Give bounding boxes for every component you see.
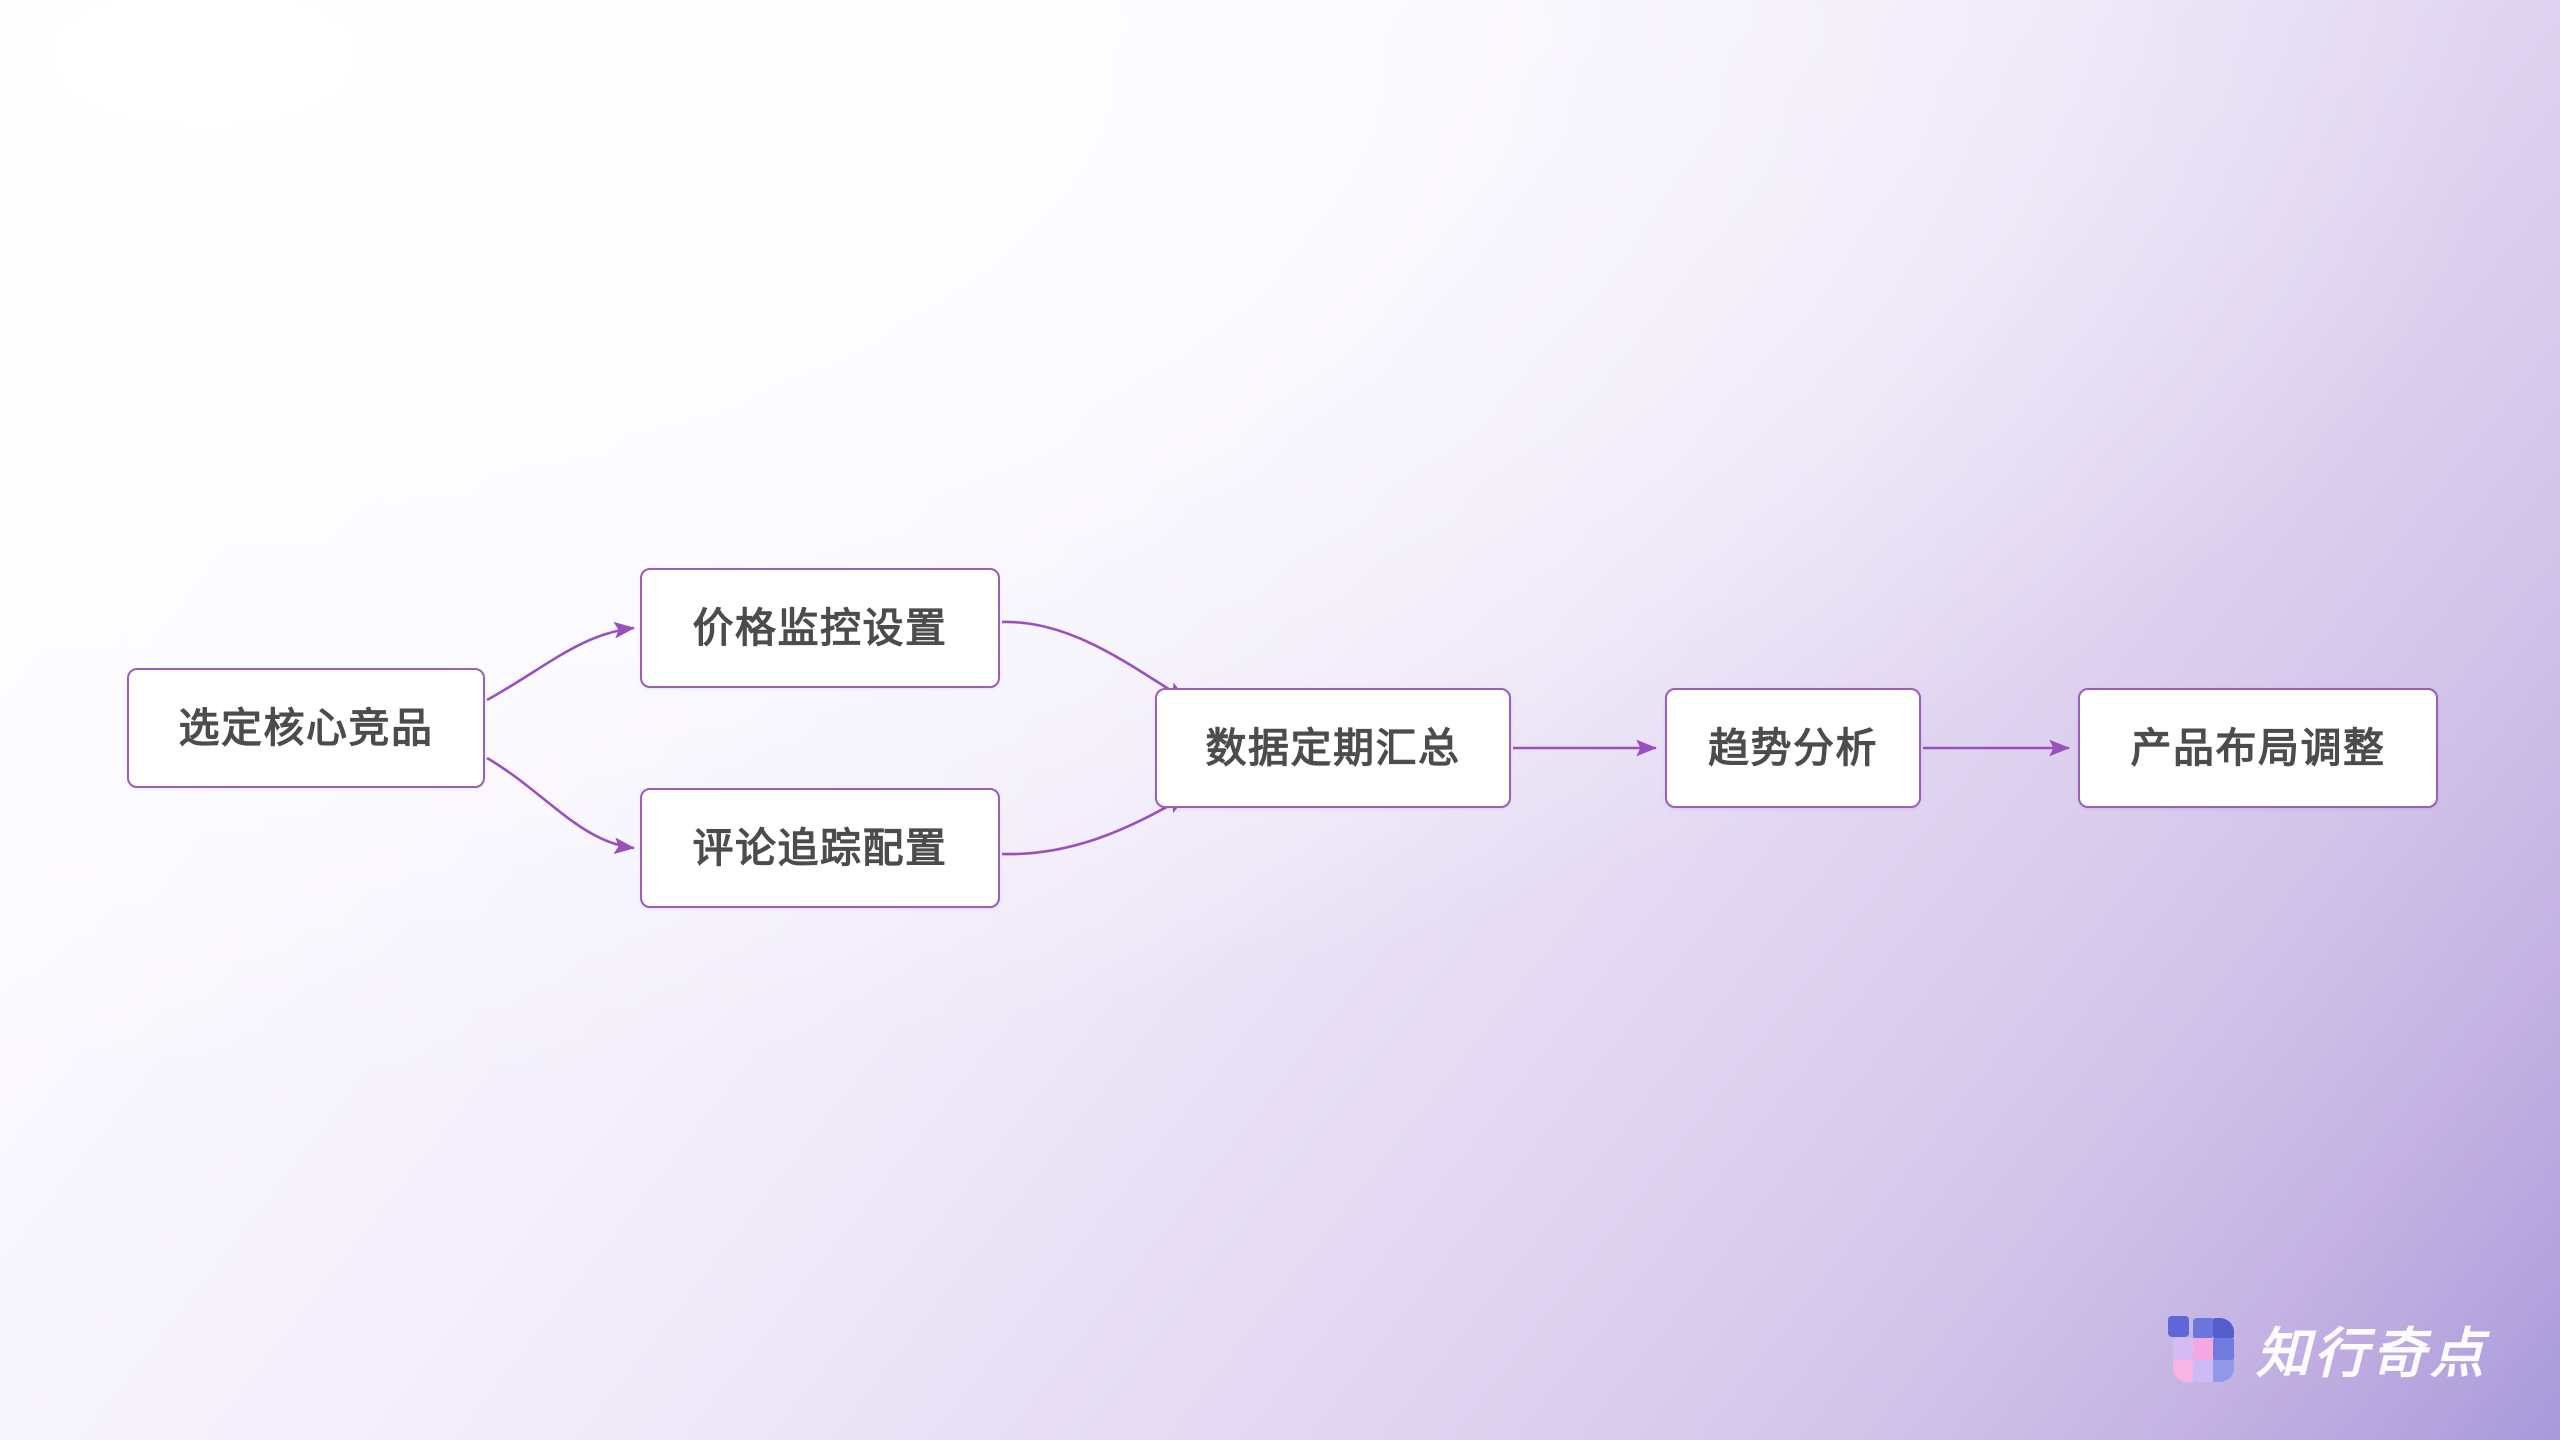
flow-node-price-monitor-setup[interactable]: 价格监控设置 xyxy=(640,568,1000,688)
flow-node-label: 数据定期汇总 xyxy=(1205,724,1461,771)
edge-n1-to-n2 xyxy=(486,621,636,702)
flow-node-label: 趋势分析 xyxy=(1708,724,1878,771)
edge-n1-to-n3 xyxy=(486,756,636,855)
flow-node-label: 价格监控设置 xyxy=(692,604,948,651)
flow-node-label: 产品布局调整 xyxy=(2130,724,2386,771)
brand-watermark: 知行奇点 xyxy=(2168,1309,2488,1388)
edge-n2-to-n4 xyxy=(1001,620,1187,702)
flow-node-label: 评论追踪配置 xyxy=(692,824,948,871)
flow-node-product-layout-adjustment[interactable]: 产品布局调整 xyxy=(2078,688,2438,808)
flow-node-label: 选定核心竞品 xyxy=(178,704,434,751)
zhixing-qidian-logo-icon xyxy=(2168,1315,2234,1382)
flow-node-select-competitors[interactable]: 选定核心竞品 xyxy=(127,668,485,788)
flow-node-review-tracking-config[interactable]: 评论追踪配置 xyxy=(640,788,1000,908)
brand-name-text: 知行奇点 xyxy=(2256,1324,2488,1384)
flow-node-trend-analysis[interactable]: 趋势分析 xyxy=(1665,688,1921,808)
flow-node-periodic-data-summary[interactable]: 数据定期汇总 xyxy=(1155,688,1511,808)
